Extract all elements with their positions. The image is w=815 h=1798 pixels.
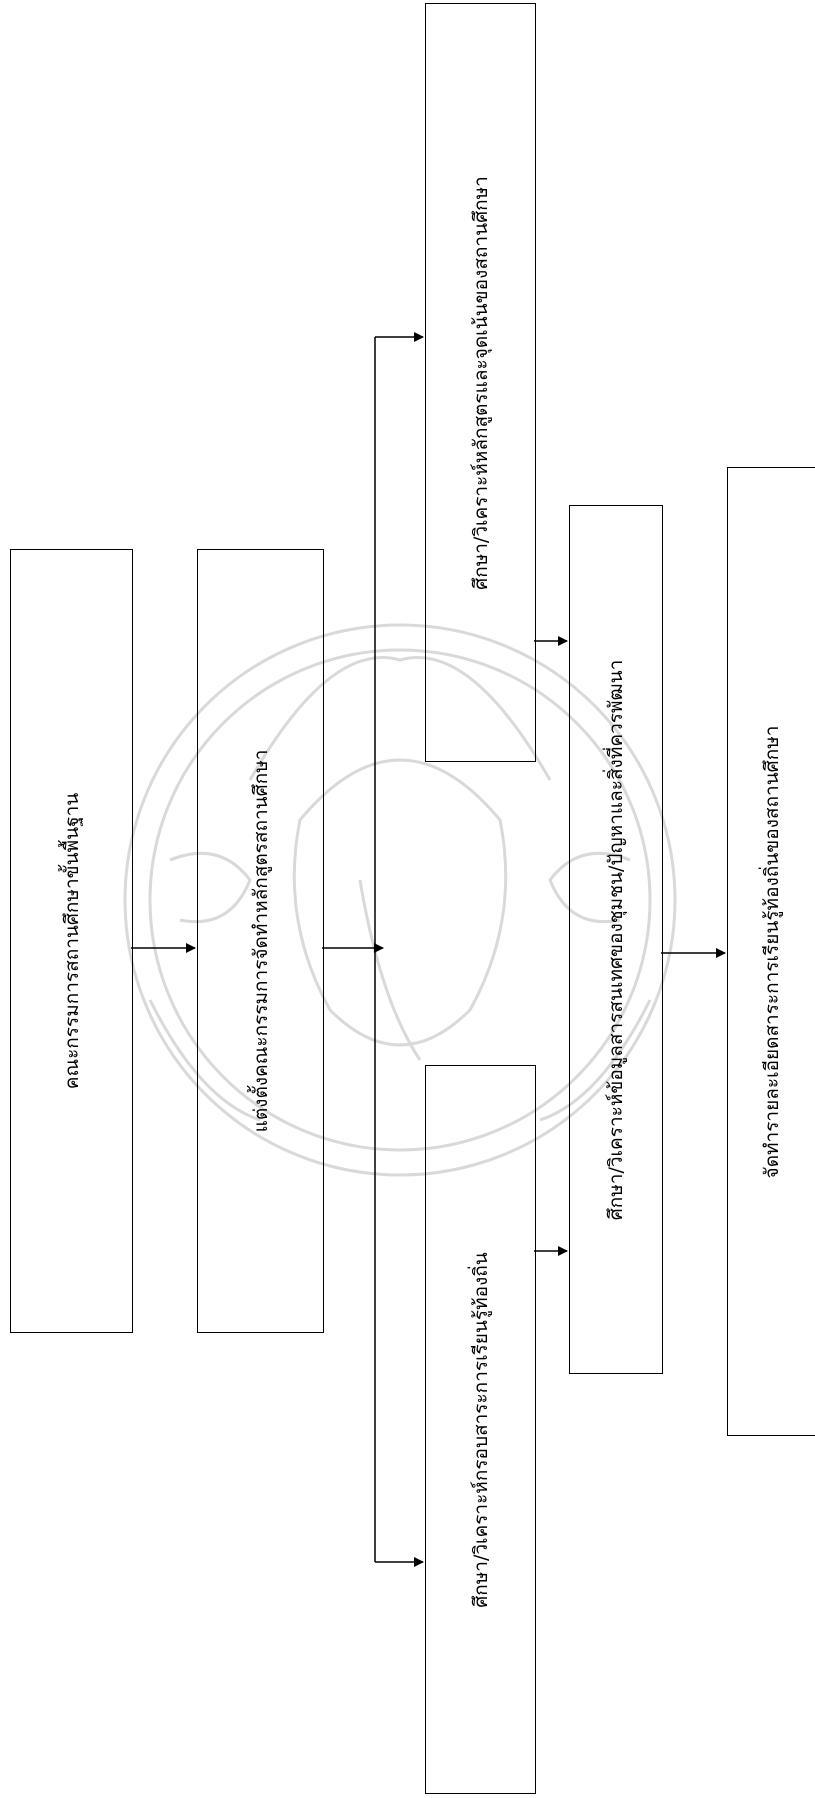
box-analyze-community-label: ศึกษา/วิเคราะห์ข้อมูลสารสนเทศของชุมชน/ปั… bbox=[605, 659, 627, 1220]
box-analyze-community: ศึกษา/วิเคราะห์ข้อมูลสารสนเทศของชุมชน/ปั… bbox=[569, 505, 663, 1374]
box-study-curriculum: ศึกษา/วิเคราะห์หลักสูตรและจุดเน้นของสถาน… bbox=[425, 3, 536, 762]
box-produce-details: จัดทำรายละเอียดสาระการเรียนรู้ท้องถิ่นขอ… bbox=[727, 467, 815, 1436]
box-committee: คณะกรรมการสถานศึกษาขั้นพื้นฐาน bbox=[10, 549, 133, 1333]
box-appoint-committee-label: แต่งตั้งคณะกรรมการจัดทำหลักสูตรสถานศึกษา bbox=[249, 749, 272, 1133]
box-study-curriculum-label: ศึกษา/วิเคราะห์หลักสูตรและจุดเน้นของสถาน… bbox=[469, 175, 492, 590]
box-study-framework-label: ศึกษา/วิเคราะห์กรอบสาระการเรียนรู้ท้องถิ… bbox=[469, 1251, 492, 1608]
box-produce-details-label: จัดทำรายละเอียดสาระการเรียนรู้ท้องถิ่นขอ… bbox=[761, 725, 783, 1178]
box-appoint-committee: แต่งตั้งคณะกรรมการจัดทำหลักสูตรสถานศึกษา bbox=[197, 549, 324, 1333]
box-study-framework: ศึกษา/วิเคราะห์กรอบสาระการเรียนรู้ท้องถิ… bbox=[425, 1065, 536, 1794]
box-committee-label: คณะกรรมการสถานศึกษาขั้นพื้นฐาน bbox=[60, 792, 83, 1090]
